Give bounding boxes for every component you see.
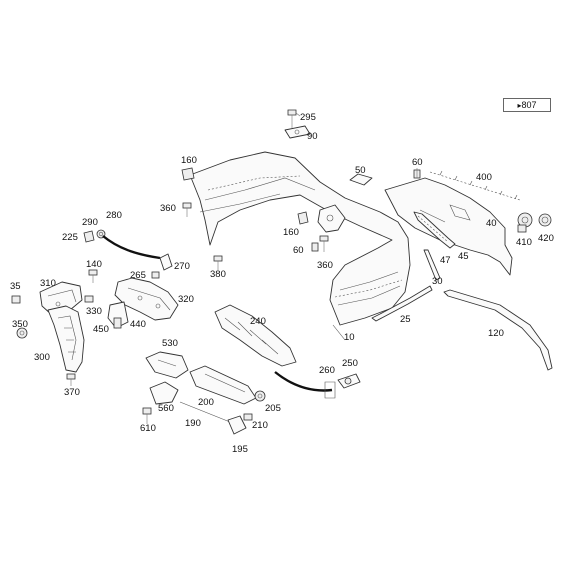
part-label-250[interactable]: 250 (342, 358, 358, 369)
clip-part-60b[interactable] (311, 242, 319, 252)
clip-part-160a[interactable] (181, 167, 195, 181)
part-label-350[interactable]: 350 (12, 319, 28, 330)
part-label-30[interactable]: 30 (432, 276, 443, 287)
clip-part-35[interactable] (11, 295, 21, 304)
sensor-ring-part-420[interactable] (538, 213, 552, 227)
part-label-560[interactable]: 560 (158, 403, 174, 414)
part-label-160a[interactable]: 160 (181, 155, 197, 166)
screw-part-140[interactable] (88, 269, 98, 283)
part-labels: 295 90 160 360 50 60 400 40 410 420 290 … (10, 112, 554, 455)
tow-hook-260[interactable] (324, 381, 336, 399)
tow-eye-part-250[interactable] (337, 373, 361, 389)
part-label-240[interactable]: 240 (250, 316, 266, 327)
bracket-part-320[interactable] (114, 277, 179, 321)
part-label-440[interactable]: 440 (130, 319, 146, 330)
part-label-25[interactable]: 25 (400, 314, 411, 325)
bracket-part-90[interactable] (284, 125, 311, 139)
part-label-370[interactable]: 370 (64, 387, 80, 398)
part-label-295[interactable]: 295 (300, 112, 316, 123)
part-label-225[interactable]: 225 (62, 232, 78, 243)
leader-295 (295, 112, 301, 117)
part-label-160b[interactable]: 160 (283, 227, 299, 238)
clip-part-160b[interactable] (297, 211, 309, 225)
clip-part-450[interactable] (113, 317, 122, 329)
reference-number: 807 (521, 100, 537, 110)
part-label-45[interactable]: 45 (458, 251, 469, 262)
panel-part-300[interactable] (47, 305, 85, 373)
screw-part-360b[interactable] (319, 235, 329, 252)
part-label-290[interactable]: 290 (82, 217, 98, 228)
part-label-10[interactable]: 10 (344, 332, 355, 343)
molding-part-25[interactable] (371, 285, 433, 322)
part-label-47[interactable]: 47 (440, 255, 451, 266)
part-label-330[interactable]: 330 (86, 306, 102, 317)
cable-part-190[interactable] (179, 401, 247, 435)
part-label-280[interactable]: 280 (106, 210, 122, 221)
part-label-265[interactable]: 265 (130, 270, 146, 281)
lower-strip-part-120[interactable] (443, 289, 553, 371)
bracket-part-440[interactable] (107, 301, 129, 329)
part-label-90[interactable]: 90 (307, 131, 318, 142)
absorber-part-240[interactable] (214, 304, 297, 367)
sensor-part-410[interactable] (517, 212, 533, 233)
part-label-320[interactable]: 320 (178, 294, 194, 305)
part-label-50[interactable]: 50 (355, 165, 366, 176)
part-label-210[interactable]: 210 (252, 420, 268, 431)
part-label-270[interactable]: 270 (174, 261, 190, 272)
strip-part-47[interactable] (423, 249, 441, 281)
washer-part-350[interactable] (16, 327, 28, 339)
guide-part-310[interactable] (39, 281, 83, 316)
grommet-part-225[interactable] (83, 230, 95, 243)
part-label-140[interactable]: 140 (86, 259, 102, 270)
clip-part-50[interactable] (349, 173, 373, 186)
clip-part-60a[interactable] (413, 168, 421, 179)
cable-ticks (439, 170, 518, 200)
screw-part-380[interactable] (213, 255, 223, 270)
bracket-part-560[interactable] (149, 381, 179, 405)
screw-part-360a[interactable] (182, 202, 192, 217)
arrow-cable-280 (102, 235, 161, 260)
part-label-380[interactable]: 380 (210, 269, 226, 280)
part-label-300[interactable]: 300 (34, 352, 50, 363)
part-label-450[interactable]: 450 (93, 324, 109, 335)
screw-part-370[interactable] (66, 373, 76, 386)
part-label-260[interactable]: 260 (319, 365, 335, 376)
arrow-tow-260 (274, 371, 333, 392)
screw-part-610[interactable] (142, 407, 152, 424)
part-label-420[interactable]: 420 (538, 233, 554, 244)
part-label-410[interactable]: 410 (516, 237, 532, 248)
part-label-40[interactable]: 40 (486, 218, 497, 229)
bumper-cover-part-10[interactable] (189, 151, 411, 341)
part-label-360b[interactable]: 360 (317, 260, 333, 271)
part-label-200[interactable]: 200 (198, 397, 214, 408)
bracket-part-530[interactable] (145, 351, 189, 379)
part-label-35[interactable]: 35 (10, 281, 21, 292)
part-label-60a[interactable]: 60 (412, 157, 423, 168)
nut-part-205[interactable] (254, 390, 266, 402)
trim-part-45[interactable] (413, 211, 456, 249)
part-label-205[interactable]: 205 (265, 403, 281, 414)
diffuser-part-40[interactable] (384, 177, 513, 276)
bracket-part-270[interactable] (159, 253, 173, 271)
reference-box-807[interactable]: ▸807 (503, 98, 551, 112)
part-label-190[interactable]: 190 (185, 418, 201, 429)
clip-part-265[interactable] (151, 271, 160, 279)
clip-part-210[interactable] (243, 413, 253, 421)
arrow-right-icon: ▸ (517, 101, 522, 110)
nut-part-330[interactable] (84, 295, 94, 303)
inner-bracket[interactable] (317, 204, 346, 233)
part-label-530[interactable]: 530 (162, 338, 178, 349)
part-label-120[interactable]: 120 (488, 328, 504, 339)
part-label-400[interactable]: 400 (476, 172, 492, 183)
part-label-60b[interactable]: 60 (293, 245, 304, 256)
part-label-360a[interactable]: 360 (160, 203, 176, 214)
screw-part-295[interactable] (287, 109, 297, 128)
part-label-610[interactable]: 610 (140, 423, 156, 434)
part-label-310[interactable]: 310 (40, 278, 56, 289)
part-label-195[interactable]: 195 (232, 444, 248, 455)
